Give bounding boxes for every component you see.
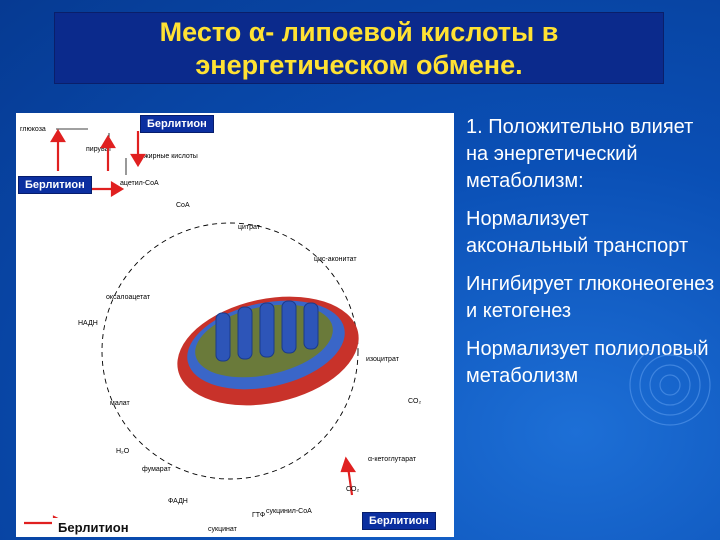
- label-coa: CoA: [176, 202, 190, 209]
- label-fumarate: фумарат: [142, 466, 171, 473]
- label-oxaloacetate: оксалоацетат: [106, 294, 151, 301]
- label-gtp: ГТФ: [252, 512, 265, 519]
- slide-title: Место α- липоевой кислоты в энергетическ…: [54, 12, 664, 84]
- bullet-list: 1. Положительно влияет на энергетический…: [466, 114, 716, 401]
- bullet-3: Ингибирует глюконеогенез и кетогенез: [466, 273, 715, 322]
- berlition-tag-top: Берлитион: [140, 115, 214, 133]
- berlition-tag-bottom-right: Берлитион: [362, 512, 436, 530]
- label-succinate: сукцинат: [208, 526, 238, 533]
- label-cis-aconitate: цис-аконитат: [314, 256, 357, 263]
- bullet-1: 1. Положительно влияет на энергетический…: [466, 116, 694, 192]
- label-glucose: глюкоза: [20, 126, 46, 133]
- label-pyruvate: пируват: [86, 146, 112, 153]
- label-co2-1: CO₂: [408, 398, 422, 405]
- mitochondrion-image: [177, 296, 359, 406]
- berlition-tag-left: Берлитион: [18, 176, 92, 194]
- label-co2-2: CO₂: [346, 486, 360, 493]
- label-fatty-acids: жирные кислоты: [144, 153, 198, 160]
- label-isocitrate: изоцитрат: [366, 356, 400, 363]
- label-fadh: ФАДН: [168, 498, 188, 505]
- label-alpha-kg: α-кетоглутарат: [368, 456, 417, 463]
- title-line-2: энергетическом обмене.: [195, 50, 523, 80]
- label-malate: малат: [110, 400, 131, 407]
- bullet-4: Нормализует полиоловый метаболизм: [466, 338, 709, 387]
- ripple-decoration: [629, 350, 711, 426]
- berlition-tag-bottom-left: Берлитион: [52, 518, 135, 537]
- bullet-2: Нормализует аксональный транспорт: [466, 208, 689, 257]
- label-nadh: НАДН: [78, 320, 98, 327]
- label-h2o: H₂O: [116, 448, 130, 455]
- label-succinyl-coa: сукцинил-СоА: [266, 508, 312, 515]
- title-line-1: Место α- липоевой кислоты в: [159, 17, 559, 47]
- label-acetyl-coa: ацетил-СоА: [120, 180, 159, 187]
- label-citrate: цитрат: [238, 224, 261, 231]
